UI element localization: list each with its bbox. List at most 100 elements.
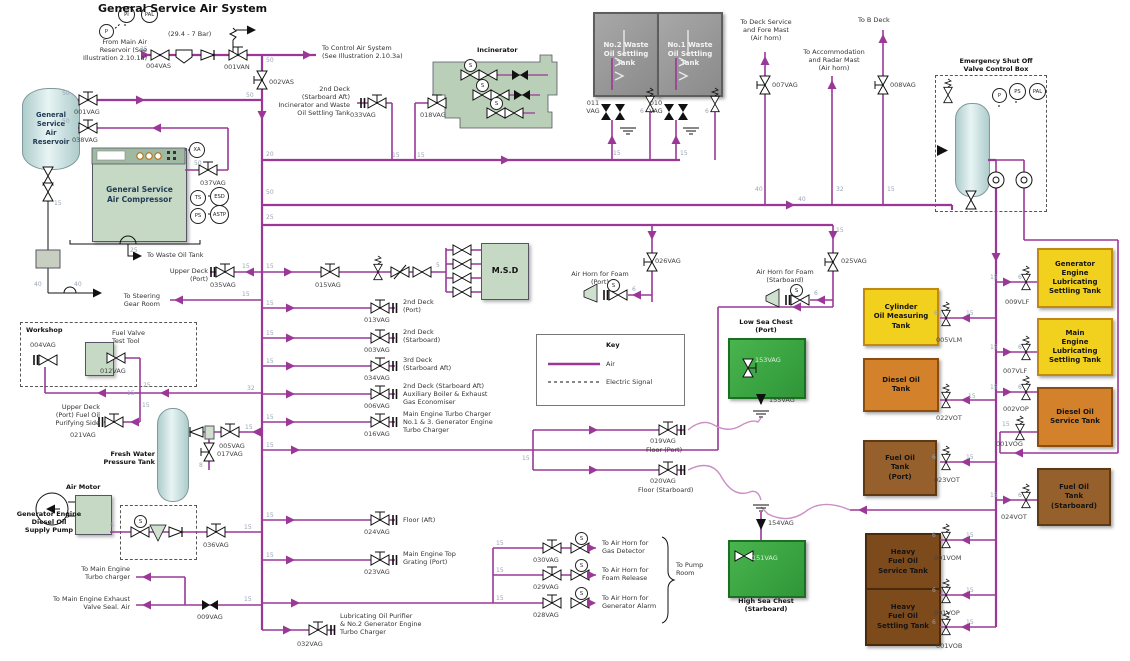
pipe-size: 6 bbox=[932, 454, 936, 461]
tank-gs-air-reservoir: General Service Air Reservoir bbox=[22, 88, 80, 170]
valve-tag-019vag: 019VAG bbox=[650, 437, 676, 445]
pipe-size: 6 bbox=[814, 290, 818, 297]
valve-tag-001vag: 001VAG bbox=[74, 108, 100, 116]
tank-label: Main Engine Lubricating Settling Tank bbox=[1049, 328, 1101, 365]
pipe-size: 40 bbox=[755, 186, 763, 193]
valve-tag-004vag: 004VAG bbox=[30, 341, 56, 349]
fuel-valve-test-tool-label: Fuel Valve Test Tool bbox=[112, 329, 145, 346]
note-horn-foam-stbd: Air Horn for Foam (Starboard) bbox=[756, 268, 814, 285]
pipe-size: 50 bbox=[246, 92, 254, 99]
incinerator-label: Incinerator bbox=[477, 46, 518, 54]
gauge-esd: ESD bbox=[210, 187, 229, 206]
valve-tag-007vlf: 007VLF bbox=[1003, 367, 1028, 375]
tank-hfo-settling: Heavy Fuel Oil Settling Tank bbox=[865, 588, 941, 646]
solenoid-icon: S bbox=[575, 559, 588, 572]
valve-tag-008vag: 008VAG bbox=[890, 81, 916, 89]
pipe-size: 40 bbox=[74, 281, 82, 288]
gauge-ps: PS bbox=[190, 208, 206, 224]
key-electric: Electric Signal bbox=[606, 378, 653, 386]
pipe-size: 15 bbox=[54, 200, 62, 207]
pipe-size: 15 bbox=[990, 384, 998, 391]
pipe-size: 5 bbox=[436, 262, 440, 269]
pipe-size: 6 bbox=[632, 286, 636, 293]
pipe-size: 15 bbox=[968, 393, 976, 400]
pipe-size: 15 bbox=[266, 300, 274, 307]
pipe-size: 15 bbox=[966, 454, 974, 461]
valve-tag-036vag: 036VAG bbox=[203, 541, 229, 549]
pipe-size: 15 bbox=[244, 524, 252, 531]
do-supply-pump-box bbox=[75, 495, 112, 535]
low-sea-chest-box bbox=[728, 338, 806, 399]
pipe-size: 15 bbox=[496, 540, 504, 547]
pipe-size: 6 bbox=[932, 619, 936, 626]
valve-tag-028vag: 028VAG bbox=[533, 611, 559, 619]
valve-tag-038vag: 038VAG bbox=[72, 136, 98, 144]
valve-tag-023vag: 023VAG bbox=[364, 568, 390, 576]
key-air: Air bbox=[606, 360, 615, 368]
pipe-size: 25 bbox=[130, 247, 138, 254]
pipe-size: 50 bbox=[62, 118, 70, 125]
valve-tag-001van: 001VAN bbox=[224, 63, 250, 71]
valve-tag-035vag: 035VAG bbox=[210, 281, 236, 289]
pipe-size: 15 bbox=[266, 414, 274, 421]
page-title: General Service Air System bbox=[98, 2, 268, 15]
tank-cylinder-oil: Cylinder Oil Measuring Tank bbox=[863, 288, 939, 346]
pipe-size: 15 bbox=[266, 552, 274, 559]
valve-tag-004vas: 004VAS bbox=[146, 62, 172, 70]
valve-tag-010vag: 010 VAG bbox=[649, 99, 663, 115]
valve-tag-002vop: 002VOP bbox=[1003, 405, 1029, 413]
pipe-size: 15 bbox=[990, 344, 998, 351]
valve-tag-007vag: 007VAG bbox=[772, 81, 798, 89]
pipe-size: 15 bbox=[680, 150, 688, 157]
gauge-p: P bbox=[99, 24, 114, 39]
note-to-waste-oil: To Waste Oil Tank bbox=[147, 251, 204, 259]
note-to-control-air: To Control Air System (See Illustration … bbox=[322, 44, 403, 61]
pipe-size: 6 bbox=[932, 587, 936, 594]
pipe-size: 25 bbox=[140, 46, 148, 53]
note-lub-purifier: Lubricating Oil Purifier & No.2 Generato… bbox=[340, 612, 422, 637]
note-me-top-grating: Main Engine Top Grating (Port) bbox=[403, 550, 456, 567]
high-sea-chest-box bbox=[728, 540, 806, 598]
gauge-xa: XA bbox=[189, 142, 205, 158]
valve-tag-009vlf: 009VLF bbox=[1005, 298, 1030, 306]
valve-tag-033vag: 033VAG bbox=[350, 111, 376, 119]
tank-label: General Service Air Reservoir bbox=[32, 110, 70, 147]
pipe-size: 32 bbox=[247, 385, 255, 392]
gauge-pal-emergency: PAL bbox=[1029, 83, 1046, 100]
note-floor-stbd: Floor (Starboard) bbox=[638, 486, 694, 494]
note-horn-gen-alarm: To Air Horn for Generator Alarm bbox=[602, 594, 657, 611]
note-from-main-air: From Main Air Reservoir (See Illustratio… bbox=[83, 38, 147, 63]
tank-label: Fuel Oil Tank (Starboard) bbox=[1051, 483, 1097, 510]
valve-tag-026vag: 026VAG bbox=[655, 257, 681, 265]
solenoid-icon: S bbox=[134, 515, 147, 528]
note-horn-foam-release: To Air Horn for Foam Release bbox=[602, 566, 649, 583]
key-box bbox=[536, 334, 685, 406]
do-supply-pump-label: Generator Engine Diesel Oil Supply Pump bbox=[16, 510, 82, 535]
valve-tag-001vop: 001VOP bbox=[934, 609, 960, 617]
tank-no2-waste-oil: No.2 Waste Oil Settling Tank bbox=[593, 12, 659, 97]
note-horn-foam-port: Air Horn for Foam (Port) bbox=[571, 270, 629, 287]
pipe-size: 15 bbox=[966, 619, 974, 626]
pipe-size: 6 bbox=[110, 522, 114, 529]
pipe-size: 15 bbox=[836, 227, 844, 234]
valve-tag-017vag: 017VAG bbox=[217, 450, 243, 458]
pipe-size: 50 bbox=[266, 57, 274, 64]
pipe-size: 15 bbox=[242, 291, 250, 298]
solenoid-icon: S bbox=[476, 79, 489, 92]
pipe-size: 15 bbox=[966, 310, 974, 317]
pipe-size: 15 bbox=[966, 587, 974, 594]
pipe-size: 15 bbox=[127, 390, 135, 397]
note-to-pump-room: To Pump Room bbox=[676, 561, 704, 578]
note-b-deck: To B Deck bbox=[858, 16, 890, 24]
valve-tag-018vag: 018VAG bbox=[420, 111, 446, 119]
emergency-box-boundary bbox=[935, 75, 1047, 212]
high-sea-chest-label: High Sea Chest (Starboard) bbox=[738, 597, 794, 614]
pipe-size: 15 bbox=[266, 330, 274, 337]
valve-tag-002vas: 002VAS bbox=[269, 78, 295, 86]
valve-tag-151vag: 151VAG bbox=[752, 554, 778, 562]
pipe-size: 25 bbox=[143, 382, 151, 389]
valve-tag-009vag: 009VAG bbox=[197, 613, 223, 621]
tank-label: No.2 Waste Oil Settling Tank bbox=[603, 40, 649, 68]
pipe-size: 15 bbox=[142, 402, 150, 409]
